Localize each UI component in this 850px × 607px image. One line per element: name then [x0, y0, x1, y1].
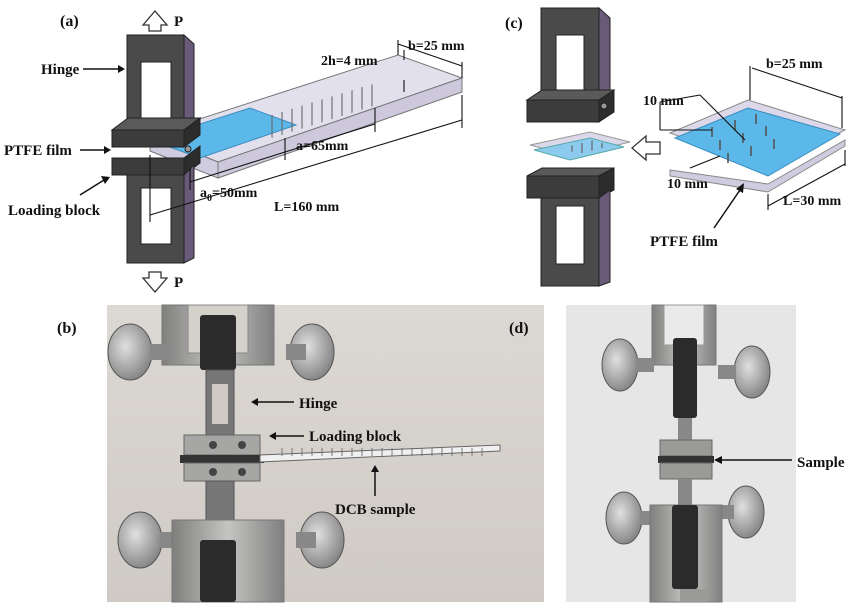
sample-label-d: Sample — [797, 455, 845, 471]
panel-label-a: (a) — [60, 13, 79, 30]
photo-d — [566, 304, 796, 603]
small-sample-c — [529, 131, 631, 161]
crack-a-label: a=65mm — [296, 139, 349, 154]
loading-block-label-a: Loading block — [8, 203, 101, 219]
panel-label-c: (c) — [505, 15, 523, 32]
ptfe-film-label-c: PTFE film — [650, 234, 718, 250]
thickness-label: 2h=4 mm — [321, 54, 378, 69]
length-label-a: L=160 mm — [274, 200, 339, 215]
dimension-lines — [149, 40, 463, 222]
panel-d: (d) Sample — [509, 304, 845, 603]
ptfe-film-region-c — [673, 107, 842, 177]
dcb-sample-label: DCB sample — [335, 502, 416, 518]
panel-b: (b) — [57, 304, 544, 603]
photo-b — [107, 304, 544, 603]
load-label-top: P — [174, 14, 183, 30]
panel-c: (c) — [505, 6, 847, 287]
width-label-a: b=25 mm — [408, 39, 465, 54]
width-label-c: b=25 mm — [766, 57, 823, 72]
fixture-c-top — [525, 6, 616, 123]
dim-label-c-bottom: 10 mm — [667, 177, 708, 192]
load-label-bottom: P — [174, 275, 183, 291]
enlarged-sample-c — [668, 99, 847, 193]
dimension-lines-c — [659, 66, 846, 210]
left-arrow-icon — [631, 134, 661, 162]
initial-crack-label: a0=50mm — [200, 186, 258, 204]
dim-label-c-top: 10 mm — [643, 94, 684, 109]
hinge-fixture — [110, 33, 202, 264]
panel-a: (a) P — [4, 10, 465, 293]
down-arrow-icon — [141, 271, 169, 293]
up-arrow-icon — [141, 10, 169, 32]
z-pin-array — [262, 84, 380, 138]
length-label-c: L=30 mm — [783, 194, 841, 209]
dcb-specimen-diagram — [148, 54, 464, 179]
loading-block-label-b: Loading block — [309, 429, 402, 445]
panel-label-d: (d) — [509, 320, 529, 337]
ptfe-film-label-a: PTFE film — [4, 143, 72, 159]
hinge-label-a: Hinge — [41, 62, 80, 78]
panel-label-b: (b) — [57, 320, 77, 337]
hinge-label-b: Hinge — [299, 396, 338, 412]
fixture-c-bottom — [526, 167, 615, 287]
